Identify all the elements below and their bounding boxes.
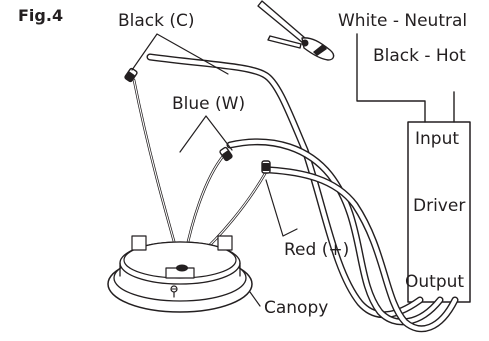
label-canopy: Canopy <box>264 298 329 318</box>
label-blue-w: Blue (W) <box>172 94 246 114</box>
label-black-c: Black (C) <box>118 11 195 31</box>
canopy <box>107 235 253 313</box>
leader-black-c <box>131 33 229 75</box>
driver-input-label: Input <box>415 129 460 149</box>
driver-box <box>407 121 471 303</box>
canopy-screw <box>170 285 178 298</box>
white-neutral-lead <box>356 33 426 123</box>
wire-cutters-icon <box>257 0 335 61</box>
wire-nut-red <box>261 160 271 174</box>
leader-canopy <box>249 291 261 307</box>
label-white-neutral: White - Neutral <box>338 11 468 31</box>
figure-title: Fig.4 <box>18 6 64 25</box>
label-black-hot: Black - Hot <box>373 46 466 66</box>
driver-output-label: Output <box>405 272 465 292</box>
wire-nut-black <box>124 67 138 83</box>
wire-nut-blue <box>219 146 233 162</box>
leader-red-plus <box>265 179 298 237</box>
driver-name-label: Driver <box>413 196 466 216</box>
leader-blue-w <box>179 115 233 153</box>
label-red-plus: Red (+) <box>284 240 350 260</box>
